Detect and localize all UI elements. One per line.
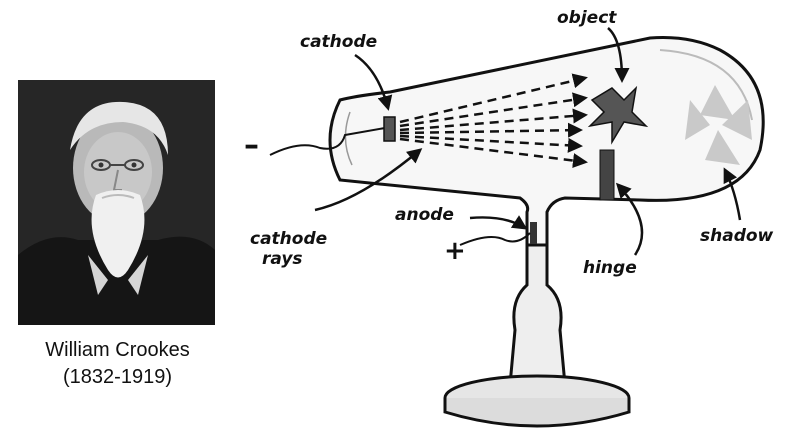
label-object: object <box>557 8 617 28</box>
cross-shadow <box>685 85 752 165</box>
plus-sign: + <box>444 236 466 266</box>
label-shadow: shadow <box>700 226 774 246</box>
maltese-cross-object <box>587 85 649 145</box>
tube-stem <box>508 243 567 387</box>
anode-electrode <box>530 222 537 244</box>
person-name: William Crookes <box>45 339 190 361</box>
label-anode: anode <box>395 205 454 225</box>
shadow-leader <box>723 167 742 221</box>
object-leader <box>607 27 630 83</box>
label-cathode: cathode <box>300 32 378 52</box>
cathode-leader <box>354 53 393 111</box>
hinge-post <box>599 149 615 201</box>
cathode-wire <box>269 127 386 156</box>
anode-leader <box>469 215 528 230</box>
portrait-photo <box>18 80 215 325</box>
label-cathode-rays-2: rays <box>262 249 303 269</box>
label-cathode-rays-1: cathode <box>250 229 328 249</box>
minus-sign: – <box>244 128 259 163</box>
label-hinge: hinge <box>583 258 637 278</box>
cathode-rays-leader <box>314 148 423 212</box>
cathode-ray-arrows <box>399 73 588 168</box>
anode-wire <box>459 232 531 246</box>
glass-tube <box>328 36 765 247</box>
person-years: (1832-1919) <box>63 366 172 388</box>
hinge-leader <box>615 182 644 256</box>
cathode-electrode <box>383 116 396 142</box>
